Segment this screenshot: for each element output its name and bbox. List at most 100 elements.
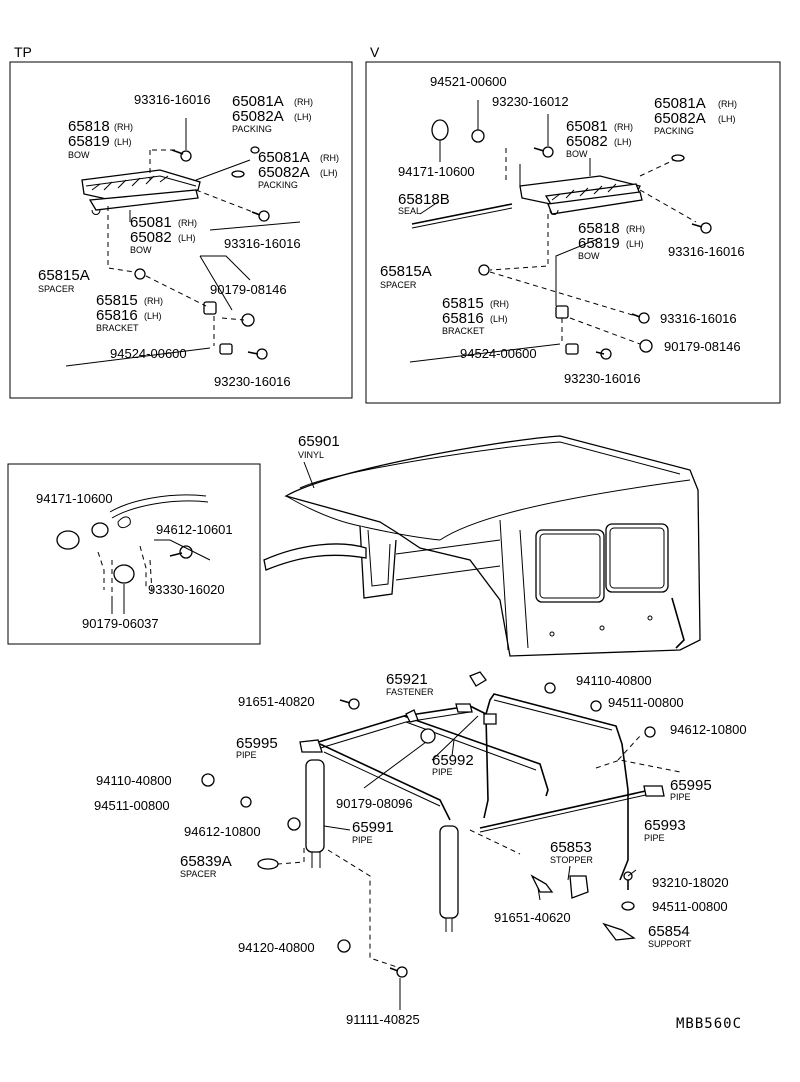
tp-label-bow-2: BOW [130, 245, 152, 255]
diagram-code: MBB560C [676, 1016, 742, 1032]
v-label-65816: 65816 [442, 310, 484, 327]
tp-label-65082a-2-side: (LH) [320, 168, 338, 178]
panel-v-header: V [370, 44, 380, 60]
frame-label-91651-bottom: 91651-40620 [494, 910, 571, 925]
frame-label-65995-right: 65995 [670, 777, 712, 794]
frame-label-94511-top: 94511-00800 [608, 695, 684, 710]
frame-label-fastener: FASTENER [386, 687, 434, 697]
frame-label-65853: 65853 [550, 839, 592, 856]
detail-label-94612: 94612-10601 [156, 522, 233, 537]
v-label-93316-bottom: 93316-16016 [660, 311, 737, 326]
tp-label-packing-1: PACKING [232, 124, 272, 134]
v-label-65082a: 65082A [654, 110, 706, 127]
tp-label-65081a: 65081A [232, 93, 284, 110]
v-label-65815-side: (RH) [490, 299, 509, 309]
tp-label-65818: 65818 [68, 118, 110, 135]
vinyl-label-number: 65901 [298, 433, 340, 450]
tp-label-65081a-2-side: (RH) [320, 153, 339, 163]
v-label-93230-bottom: 93230-16016 [564, 371, 641, 386]
frame-label-65992: 65992 [432, 752, 474, 769]
v-label-spacer: SPACER [380, 280, 417, 290]
tp-label-65082a-side: (LH) [294, 112, 312, 122]
frame-label-support: SUPPORT [648, 939, 692, 949]
tp-leader-lines [65, 118, 301, 367]
tp-label-65819: 65819 [68, 133, 110, 150]
frame-label-pipe-b: PIPE [432, 767, 453, 777]
tp-label-65818-side: (RH) [114, 122, 133, 132]
tp-label-65081a-side: (RH) [294, 97, 313, 107]
v-label-65082-side: (LH) [614, 137, 632, 147]
frame-label-91651-top: 91651-40820 [238, 694, 315, 709]
v-label-65819: 65819 [578, 235, 620, 252]
tp-label-90179: 90179-08146 [210, 282, 287, 297]
vinyl-top-drawing [263, 435, 701, 657]
v-label-93230-top: 93230-16012 [492, 94, 569, 109]
panel-detail-frame [7, 463, 261, 645]
v-label-90179: 90179-08146 [664, 339, 741, 354]
tp-label-65082a: 65082A [232, 108, 284, 125]
tp-label-65816-side: (LH) [144, 311, 162, 321]
tp-label-65082: 65082 [130, 229, 172, 246]
tp-label-65815: 65815 [96, 292, 138, 309]
v-label-bow-2: BOW [578, 251, 600, 261]
panel-detail: 94171-10600 94612-10601 93330-16020 9017… [7, 463, 261, 645]
v-label-65082a-side: (LH) [718, 114, 736, 124]
detail-drawing [56, 494, 211, 614]
v-label-65818-side: (RH) [626, 224, 645, 234]
tp-bow-drawing [81, 146, 270, 360]
tp-label-65081: 65081 [130, 214, 172, 231]
v-label-65819-side: (LH) [626, 239, 644, 249]
v-label-94171: 94171-10600 [398, 164, 475, 179]
v-label-94521: 94521-00600 [430, 74, 507, 89]
frame-label-90179: 90179-08096 [336, 796, 413, 811]
tp-label-94524: 94524-00600 [110, 346, 187, 361]
frame-label-pipe-c: PIPE [670, 792, 691, 802]
tp-label-93316-bottom: 93316-16016 [224, 236, 301, 251]
v-label-93316-top: 93316-16016 [668, 244, 745, 259]
frame-label-65991: 65991 [352, 819, 394, 836]
frame-label-65993: 65993 [644, 817, 686, 834]
tp-label-bow-1: BOW [68, 150, 90, 160]
frame-label-spacer: SPACER [180, 869, 217, 879]
v-label-65815: 65815 [442, 295, 484, 312]
frame-label-94612-right: 94612-10800 [670, 722, 747, 737]
v-label-65081a: 65081A [654, 95, 706, 112]
v-label-seal: SEAL [398, 206, 421, 216]
tp-label-65815-side: (RH) [144, 296, 163, 306]
v-label-65818b: 65818B [398, 191, 450, 208]
panel-tp-frame [9, 61, 353, 399]
frame-label-93210: 93210-18020 [652, 875, 729, 890]
tp-label-packing-2: PACKING [258, 180, 298, 190]
frame-label-pipe-d: PIPE [644, 833, 665, 843]
tp-label-bracket: BRACKET [96, 323, 139, 333]
frame-label-stopper: STOPPER [550, 855, 593, 865]
v-label-packing: PACKING [654, 126, 694, 136]
panel-v-frame [365, 61, 781, 404]
v-label-bracket: BRACKET [442, 326, 485, 336]
tp-label-65082-side: (LH) [178, 233, 196, 243]
frame-label-94110-top: 94110-40800 [576, 673, 652, 688]
frame-label-94511-left: 94511-00800 [94, 798, 170, 813]
frame-label-65995-left: 65995 [236, 735, 278, 752]
v-label-65082: 65082 [566, 133, 608, 150]
frame-label-65839a: 65839A [180, 853, 232, 870]
tp-label-65815a: 65815A [38, 267, 90, 284]
v-label-65081a-side: (RH) [718, 99, 737, 109]
v-leader-lines [409, 100, 697, 363]
frame-label-94120: 94120-40800 [238, 940, 315, 955]
detail-label-90179: 90179-06037 [82, 616, 159, 631]
frame-label-65921: 65921 [386, 671, 428, 688]
v-label-65081-side: (RH) [614, 122, 633, 132]
v-label-bow-1: BOW [566, 149, 588, 159]
frame-label-91111: 91111-40825 [346, 1012, 420, 1027]
tp-label-65081a-2: 65081A [258, 149, 310, 166]
frame-label-65854: 65854 [648, 923, 690, 940]
frame-label-94511-bottom: 94511-00800 [652, 899, 728, 914]
tp-label-93230: 93230-16016 [214, 374, 291, 389]
tp-label-65082a-2: 65082A [258, 164, 310, 181]
v-label-65081: 65081 [566, 118, 608, 135]
frame-label-pipe-e: PIPE [352, 835, 373, 845]
frame-label-pipe-a: PIPE [236, 750, 257, 760]
